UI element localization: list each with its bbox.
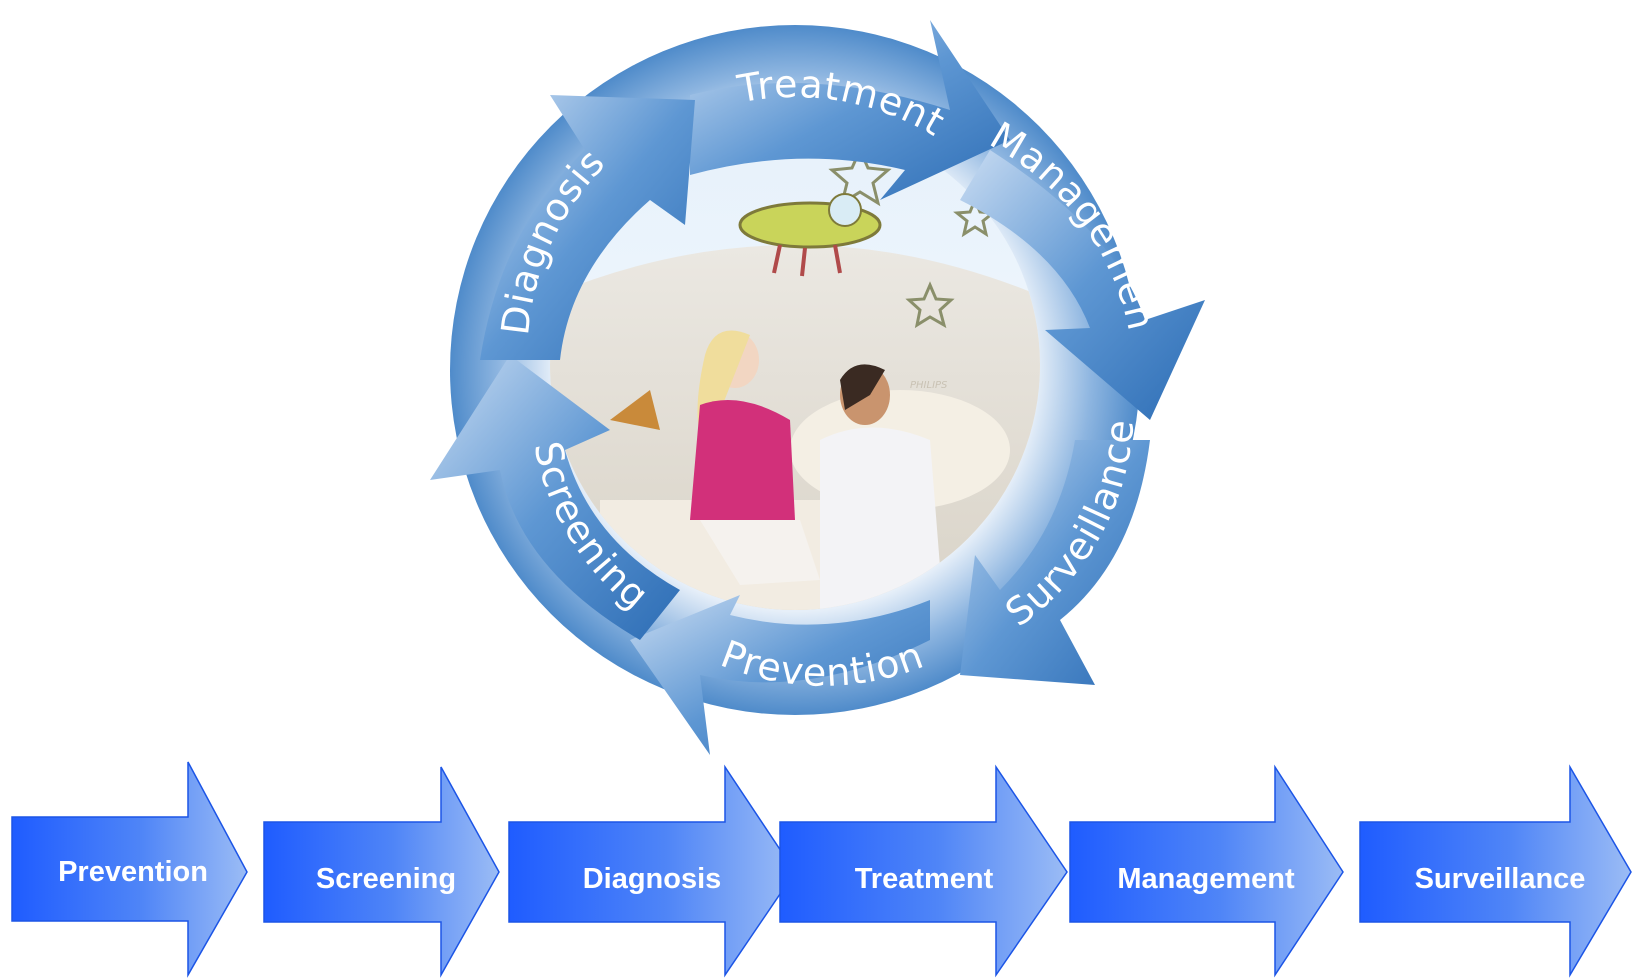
arrow-diagnosis [480, 95, 695, 360]
cycle-photo: PHILIPS [550, 120, 1040, 610]
photo-brand: PHILIPS [910, 380, 948, 391]
step-label-management: Management [1117, 863, 1295, 895]
arrow-screening [430, 355, 680, 640]
step-diagnosis: Diagnosis [508, 764, 796, 978]
step-management: Management [1069, 764, 1344, 978]
arrow-prevention [630, 595, 930, 755]
cycle-arrows [430, 20, 1205, 755]
step-label-screening: Screening [316, 863, 456, 895]
step-label-surveillance: Surveillance [1415, 863, 1586, 895]
step-prevention: Prevention [11, 761, 248, 978]
step-treatment: Treatment [779, 764, 1068, 978]
step-screening: Screening [263, 766, 500, 978]
step-label-prevention: Prevention [58, 856, 208, 888]
process-steps: Prevention Screening Diagnosis Treatment… [11, 761, 1632, 978]
step-label-diagnosis: Diagnosis [583, 863, 722, 895]
arrow-surveillance [960, 440, 1150, 685]
step-surveillance: Surveillance [1359, 764, 1632, 978]
arrow-treatment [690, 20, 1010, 200]
step-label-treatment: Treatment [855, 863, 994, 895]
arrow-management [960, 150, 1205, 420]
